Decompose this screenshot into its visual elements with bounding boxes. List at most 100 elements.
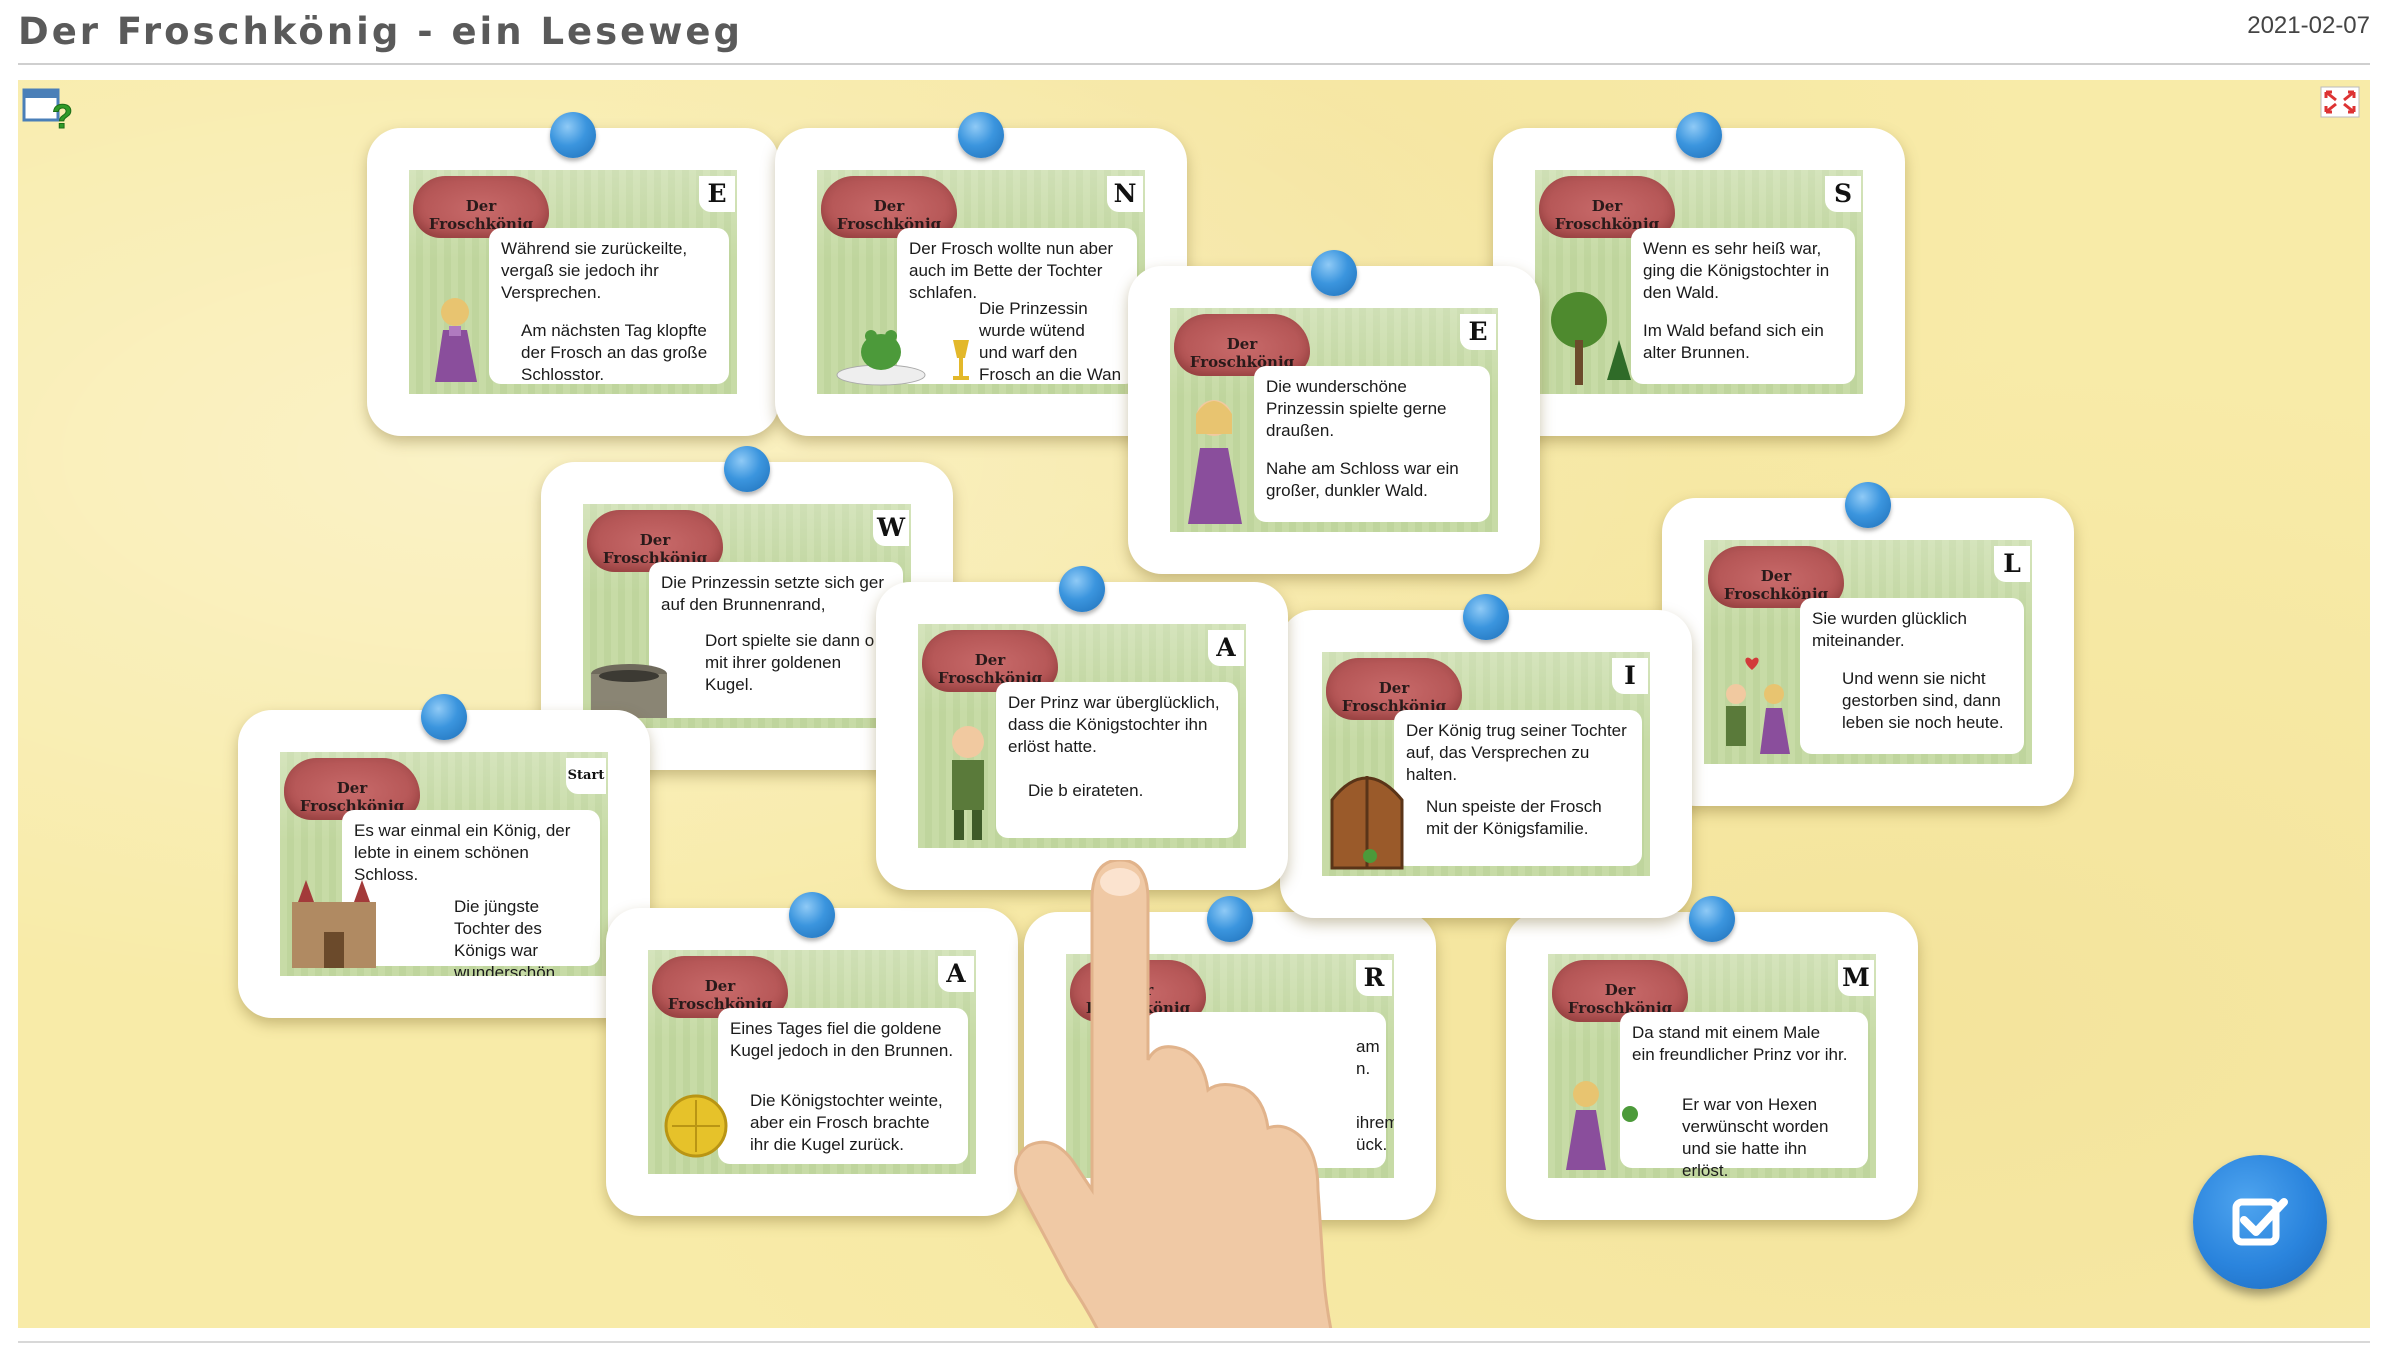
card-textbox: Der Prinz war überglücklich, dass die Kö…: [996, 682, 1238, 838]
card-text-2: Er war von Hexen verwünscht worden und s…: [1682, 1095, 1829, 1178]
card-text-2: Nun speiste der Frosch mit der Königsfam…: [1426, 797, 1602, 838]
card-text-1: am n.: [1356, 1037, 1380, 1078]
card-text-2: Die Königstochter weinte, aber ein Frosc…: [750, 1091, 943, 1154]
frog-plate-goblet-illustration: [836, 330, 969, 386]
pin-icon: [550, 112, 596, 158]
card-text-1: Da stand mit einem Male ein freundlicher…: [1632, 1023, 1848, 1064]
title-cloud: Der Froschkönig: [652, 956, 788, 1018]
card-letter: S: [1825, 176, 1861, 212]
svg-text:?: ?: [52, 98, 72, 132]
golden-ball-illustration: [664, 1094, 728, 1158]
pin-icon: [421, 694, 467, 740]
card-image: Der Froschkönig W Die Prinzessin setzte …: [583, 504, 911, 728]
card-textbox: Während sie zurückeilte, vergaß sie jedo…: [489, 228, 729, 384]
pin-icon: [1676, 112, 1722, 158]
card-text-1: Der König trug seiner Tochter auf, das V…: [1406, 721, 1627, 784]
card-image: Der Froschkönig S Wenn es sehr heiß war,…: [1535, 170, 1863, 394]
pin-icon: [1311, 250, 1357, 296]
card-text-1: Wenn es sehr heiß war, ging die Königsto…: [1643, 239, 1830, 302]
card-textbox: Der König trug seiner Tochter auf, das V…: [1394, 710, 1642, 866]
help-icon[interactable]: ?: [22, 86, 72, 132]
pin-icon: [1845, 482, 1891, 528]
title-cloud: Der Froschkönig: [1174, 314, 1310, 376]
princess-frog-illustration: [1566, 1081, 1638, 1170]
card-text-1: Die wunderschöne Prinzessin spielte gern…: [1266, 377, 1447, 440]
pin-icon: [724, 446, 770, 492]
card-text-2: Die Prinzessin wurde wütend und warf den…: [979, 299, 1122, 384]
princess-illustration: [1188, 400, 1242, 524]
card-textbox: Da stand mit einem Male ein freundlicher…: [1620, 1012, 1868, 1178]
card-letter: I: [1612, 658, 1648, 694]
card-letter: A: [938, 956, 974, 992]
card-image: Der Froschkönig R am n. ihrem ück.: [1066, 954, 1394, 1178]
story-card[interactable]: Der Froschkönig E Während sie zurückeilt…: [367, 112, 779, 436]
card-letter: E: [1460, 314, 1496, 350]
story-card[interactable]: Der Froschkönig A Eines Tages fiel die g…: [606, 892, 1018, 1216]
story-card[interactable]: Der Froschkönig N Der Frosch wollte nun …: [775, 112, 1187, 436]
title-cloud: Der Froschkönig: [1708, 546, 1844, 608]
couple-illustration: [1726, 657, 1790, 754]
card-text-2: Am nächsten Tag klopfte der Frosch an da…: [521, 321, 708, 384]
card-letter: R: [1356, 960, 1392, 996]
card-letter: N: [1107, 176, 1143, 212]
date-label: 2021-02-07: [2247, 12, 2370, 39]
card-image: Der Froschkönig M Da stand mit einem Mal…: [1548, 954, 1876, 1178]
story-card[interactable]: Der Froschkönig A Der Prinz war überglüc…: [876, 566, 1288, 890]
card-text-1: Der Frosch wollte nun aber auch im Bette…: [909, 239, 1114, 302]
check-icon: [2232, 1198, 2288, 1246]
card-textbox: Die wunderschöne Prinzessin spielte gern…: [1254, 366, 1490, 522]
card-image: Der Froschkönig N Der Frosch wollte nun …: [817, 170, 1145, 394]
card-image: Der Froschkönig A Eines Tages fiel die g…: [648, 950, 976, 1174]
title-cloud: Der Froschkönig: [1326, 658, 1462, 720]
story-card[interactable]: Der Froschkönig L Sie wurden glücklich m…: [1662, 482, 2074, 806]
title-cloud: Der Froschkönig: [1552, 960, 1688, 1022]
pin-icon: [789, 892, 835, 938]
card-textbox: Die Prinzessin setzte sich ger auf den B…: [649, 562, 903, 718]
card-letter: Start: [566, 758, 606, 794]
card-letter: L: [1994, 546, 2030, 582]
card-text-1: Der Prinz war überglücklich, dass die Kö…: [1008, 693, 1220, 756]
card-image: Der Froschkönig Start Es war einmal ein …: [280, 752, 608, 976]
card-image: Der Froschkönig L Sie wurden glücklich m…: [1704, 540, 2032, 764]
card-letter: A: [1208, 630, 1244, 666]
card-letter: E: [699, 176, 735, 212]
card-image: Der Froschkönig E Die wunderschöne Prinz…: [1170, 308, 1498, 532]
story-card[interactable]: Der Froschkönig R am n. ihrem ück.: [1024, 896, 1436, 1220]
story-card[interactable]: Der Froschkönig E Die wunderschöne Prinz…: [1128, 250, 1540, 574]
trees-illustration: [1551, 292, 1631, 385]
card-text-1: Eines Tages fiel die goldene Kugel jedoc…: [730, 1019, 954, 1060]
story-card[interactable]: Der Froschkönig M Da stand mit einem Mal…: [1506, 896, 1918, 1220]
card-textbox: Eines Tages fiel die goldene Kugel jedoc…: [718, 1008, 968, 1164]
door-frog-illustration: [1330, 776, 1404, 870]
card-textbox: Wenn es sehr heiß war, ging die Königsto…: [1631, 228, 1855, 384]
pin-icon: [1207, 896, 1253, 942]
card-textbox: Es war einmal ein König, der lebte in ei…: [342, 810, 600, 976]
card-text-2: Dort spielte sie dann o mit ihrer golden…: [705, 631, 875, 694]
game-board: ? Der Froschkönig E Während sie zurückei…: [18, 80, 2370, 1328]
prince-illustration: [952, 726, 984, 840]
title-cloud: Der Froschkönig: [587, 510, 723, 572]
card-text-1: Es war einmal ein König, der lebte in ei…: [354, 821, 571, 884]
card-letter: M: [1838, 960, 1874, 996]
card-heading: Der Froschkönig: [1723, 567, 1829, 603]
card-text-1: Während sie zurückeilte, vergaß sie jedo…: [501, 239, 688, 302]
submit-button[interactable]: [2193, 1155, 2327, 1289]
card-text-2: Und wenn sie nicht gestorben sind, dann …: [1842, 669, 2004, 732]
card-heading: Der Froschkönig: [1554, 197, 1660, 233]
story-card-start[interactable]: Der Froschkönig Start Es war einmal ein …: [238, 694, 650, 1018]
card-text-2: ihrem ück.: [1356, 1113, 1394, 1154]
card-text-2: Nahe am Schloss war ein großer, dunkler …: [1266, 459, 1459, 500]
card-text-1: Die Prinzessin setzte sich ger auf den B…: [661, 573, 884, 614]
card-textbox: am n. ihrem ück.: [1146, 1012, 1394, 1168]
page-title: Der Froschkönig - ein Leseweg: [18, 10, 744, 53]
card-text-2: Im Wald befand sich ein alter Brunnen.: [1643, 321, 1824, 362]
card-letter: W: [873, 510, 909, 546]
story-card[interactable]: Der Froschkönig S Wenn es sehr heiß war,…: [1493, 112, 1905, 436]
card-text-1: Sie wurden glücklich miteinander.: [1812, 609, 1967, 650]
pin-icon: [1463, 594, 1509, 640]
story-card[interactable]: Der Froschkönig I Der König trug seiner …: [1280, 594, 1692, 918]
princess-back-illustration: [435, 298, 477, 382]
card-image: Der Froschkönig I Der König trug seiner …: [1322, 652, 1650, 876]
fullscreen-icon[interactable]: [2320, 86, 2360, 118]
pin-icon: [1059, 566, 1105, 612]
